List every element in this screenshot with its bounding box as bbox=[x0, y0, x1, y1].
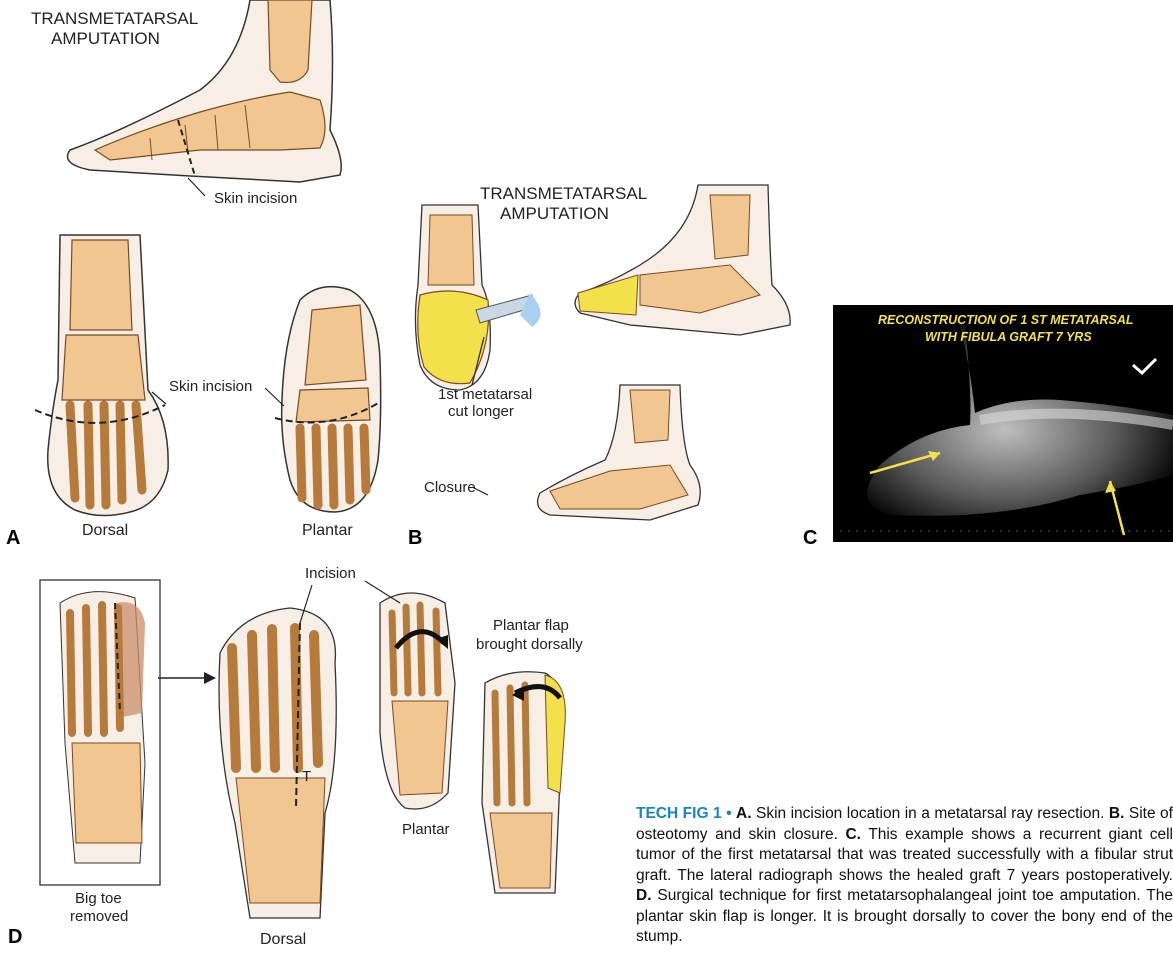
panel-d-illustration: Incision Big toe removed Dorsal Plantar … bbox=[0, 563, 630, 948]
dorsal-label-d: Dorsal bbox=[260, 931, 306, 948]
caption-d-label: D. bbox=[636, 887, 652, 904]
incision-label: Incision bbox=[305, 565, 356, 582]
caption-tag: TECH FIG 1 • bbox=[636, 805, 732, 822]
caption-a-text: Skin incision location in a metatarsal r… bbox=[752, 805, 1109, 822]
xray-annotation-line2: WITH FIBULA GRAFT 7 YRS bbox=[925, 330, 1092, 344]
plantar-foot-drawing bbox=[275, 287, 381, 512]
big-toe-label-line2: removed bbox=[70, 908, 128, 925]
caption-b-label: B. bbox=[1109, 805, 1125, 822]
plantar-label-a: Plantar bbox=[302, 522, 353, 539]
caption-d-text: Surgical technique for first metatarsoph… bbox=[636, 887, 1173, 945]
skin-incision-label-top: Skin incision bbox=[214, 190, 297, 207]
t-marker: T bbox=[302, 768, 311, 785]
dorsal-foot-drawing bbox=[35, 235, 168, 516]
boxed-foot-drawing bbox=[60, 592, 145, 863]
panel-c: RECONSTRUCTION OF 1 ST METATARSAL WITH F… bbox=[800, 305, 1173, 548]
panel-b-illustration: TRANSMETATARSAL AMPUTATION 1st metatarsa… bbox=[400, 175, 800, 548]
panel-d: Incision Big toe removed Dorsal Plantar … bbox=[0, 563, 630, 948]
plantar-foot-d-drawing bbox=[380, 593, 455, 809]
metatarsal-cut-label-line2: cut longer bbox=[448, 403, 514, 420]
panel-a-label: A bbox=[6, 527, 20, 550]
dorsal-foot-d-drawing bbox=[219, 608, 336, 918]
panel-b-title-line1: TRANSMETATARSAL bbox=[480, 184, 647, 203]
xray-annotation-line1: RECONSTRUCTION OF 1 ST METATARSAL bbox=[878, 313, 1134, 327]
panel-b-title-line2: AMPUTATION bbox=[500, 204, 609, 223]
radiograph-image: RECONSTRUCTION OF 1 ST METATARSAL WITH F… bbox=[800, 305, 1173, 548]
skin-incision-label-mid: Skin incision bbox=[169, 378, 252, 395]
panel-d-label: D bbox=[8, 926, 22, 949]
panel-a-title-line1: TRANSMETATARSAL bbox=[31, 9, 198, 28]
big-toe-label-line1: Big toe bbox=[75, 890, 122, 907]
caption-c-label: C. bbox=[845, 826, 861, 843]
caption-a-label: A. bbox=[736, 805, 752, 822]
dorsal-label-a: Dorsal bbox=[82, 522, 128, 539]
plantar-label-d: Plantar bbox=[402, 821, 450, 838]
flap-foot-drawing bbox=[482, 672, 565, 893]
incision-arrow bbox=[188, 178, 205, 196]
closure-label: Closure bbox=[424, 479, 476, 496]
panel-a-title-line2: AMPUTATION bbox=[51, 29, 160, 48]
plantar-flap-label-line2: brought dorsally bbox=[476, 636, 583, 653]
metatarsal-cut-label-line1: 1st metatarsal bbox=[438, 386, 532, 403]
panel-a-illustration: TRANSMETATARSAL AMPUTATION Skin incision… bbox=[0, 0, 400, 548]
panel-a: TRANSMETATARSAL AMPUTATION Skin incision… bbox=[0, 0, 400, 548]
panel-b-label: B bbox=[408, 527, 422, 550]
plantar-flap-label-line1: Plantar flap bbox=[493, 617, 569, 634]
panel-c-label: C bbox=[803, 527, 817, 550]
closure-drawing bbox=[538, 385, 701, 520]
figure-caption: TECH FIG 1 • A. Skin incision location i… bbox=[636, 804, 1173, 948]
panel-b: TRANSMETATARSAL AMPUTATION 1st metatarsa… bbox=[400, 175, 800, 548]
